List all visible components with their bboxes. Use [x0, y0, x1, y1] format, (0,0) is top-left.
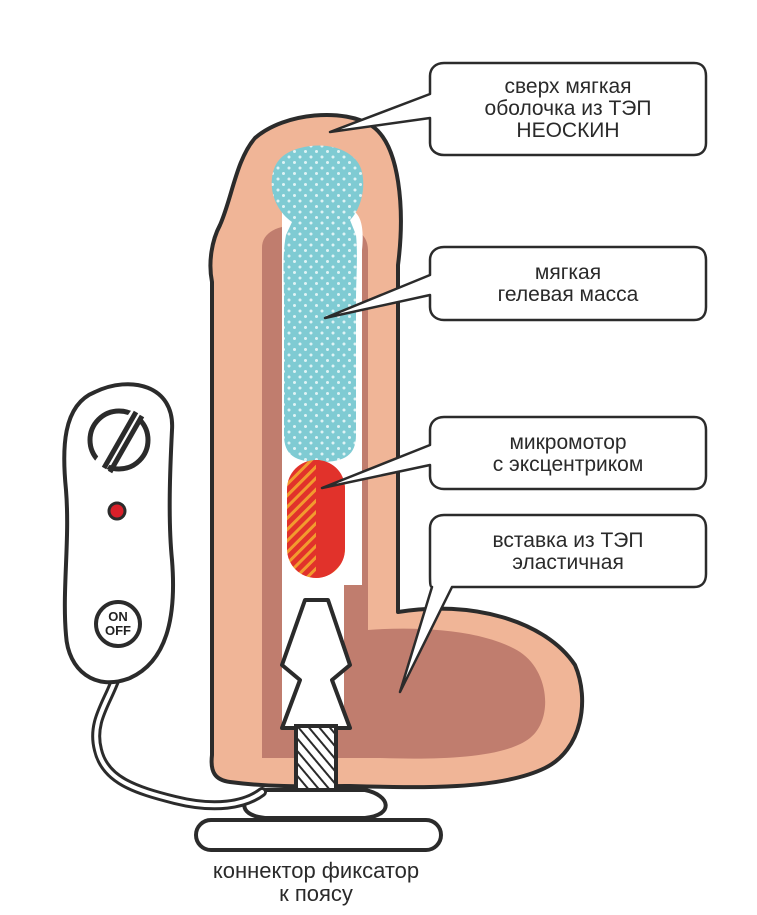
- on-label: ON: [108, 609, 128, 624]
- gel-mass: [271, 145, 364, 463]
- connector-caption: коннектор фиксатор к поясу: [213, 858, 419, 906]
- callout-insert: вставка из ТЭП эластичная: [398, 513, 708, 694]
- callout-motor-line1: микромотор: [509, 431, 626, 454]
- callout-motor: микромотор с эксцентриком: [320, 415, 708, 491]
- callout-insert-line2: эластичная: [512, 551, 624, 574]
- micromotor: [287, 460, 345, 578]
- connector-caption-line1: коннектор фиксатор: [213, 858, 419, 883]
- red-led-icon: [107, 501, 127, 521]
- callout-shell-line2: оболочка из ТЭП: [485, 97, 652, 120]
- base-disc: [194, 788, 443, 852]
- remote-control: ON OFF: [62, 382, 176, 685]
- callout-gel: мягкая гелевая масса: [323, 245, 708, 322]
- callout-motor-line2: с эксцентриком: [493, 453, 644, 476]
- callout-gel-line1: мягкая: [535, 261, 601, 284]
- callout-shell-line3: НЕОСКИН: [516, 119, 619, 142]
- on-off-button[interactable]: ON OFF: [94, 600, 142, 648]
- callout-insert-line1: вставка из ТЭП: [492, 529, 643, 552]
- connector-caption-line2: к поясу: [279, 881, 353, 906]
- off-label: OFF: [105, 623, 131, 638]
- remote-cable: [91, 667, 267, 811]
- callout-shell-line1: сверх мягкая: [504, 75, 631, 98]
- callout-gel-line2: гелевая масса: [498, 283, 639, 306]
- slashed-circle-dial-icon[interactable]: [87, 408, 151, 474]
- callout-shell: сверх мягкая оболочка из ТЭП НЕОСКИН: [328, 61, 708, 157]
